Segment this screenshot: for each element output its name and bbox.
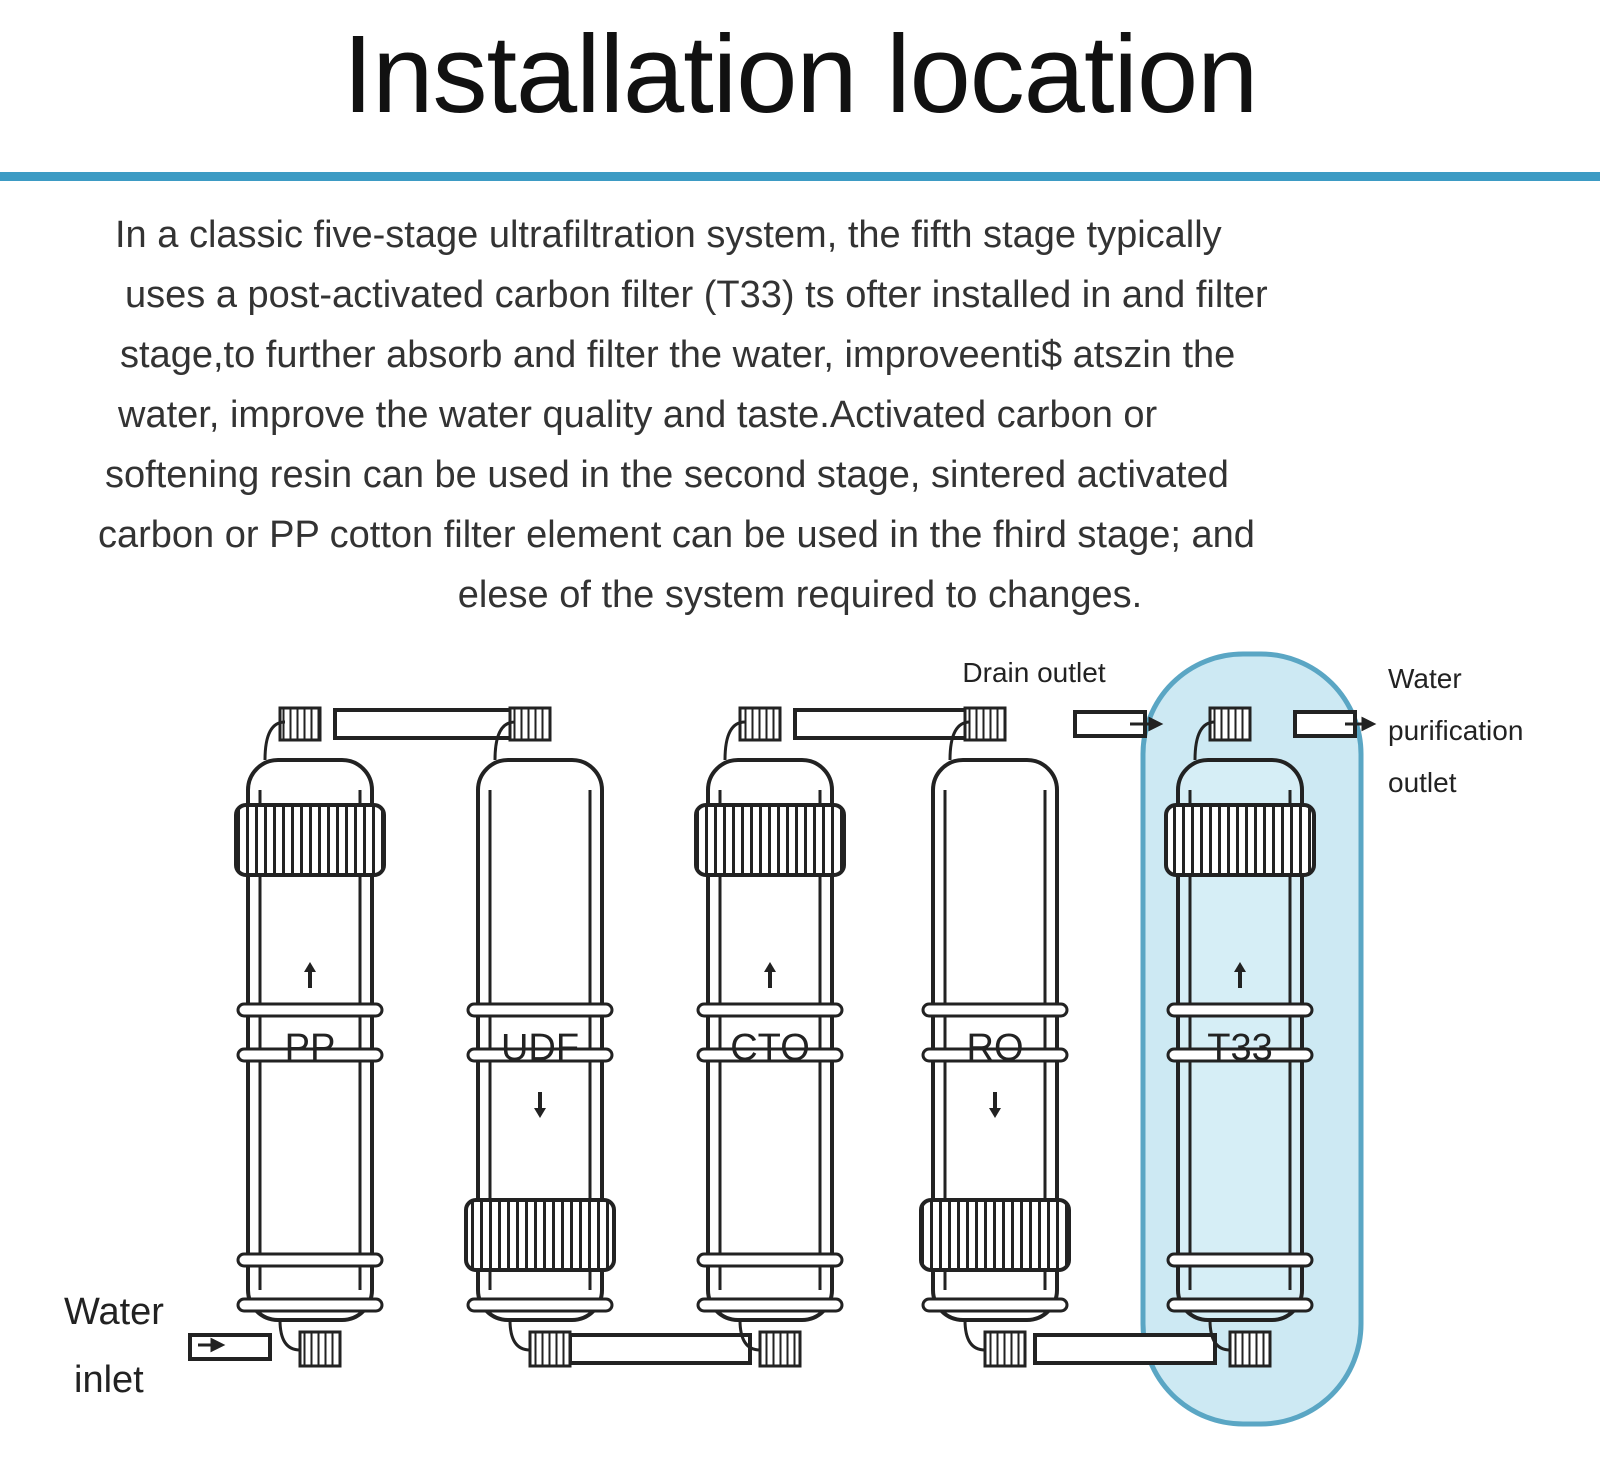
filter-diagram: PP UDF CTO RO T33 Drain outlet Water purific… [0, 640, 1600, 1466]
pipe-cto-ro [793, 708, 977, 740]
description-line: elese of the system required to changes. [457, 574, 1143, 616]
outlet-arrow [1345, 716, 1377, 732]
bottom-fitting [1228, 1330, 1272, 1368]
description-paragraph: In a classic five-stage ultrafiltration … [90, 205, 1510, 625]
pipe-inlet [188, 1333, 272, 1361]
filter-cto: CTO [694, 706, 846, 1368]
description-line: carbon or PP cotton filter element can b… [98, 514, 1255, 556]
filter-ring [1166, 1047, 1314, 1063]
title-divider [0, 172, 1600, 181]
filter-housings: PP UDF CTO RO T33 [234, 706, 1316, 1368]
bottom-pipes [188, 1333, 1217, 1365]
filter-ring [921, 1002, 1069, 1018]
bottom-fitting [758, 1330, 802, 1368]
bottom-elbow [1208, 1319, 1231, 1352]
filter-diagram-svg: PP UDF CTO RO T33 Drain outlet Water purific… [64, 651, 1523, 1427]
top-elbow [948, 720, 971, 761]
pipe-udf-cto [568, 1333, 752, 1365]
filter-ring [696, 1297, 844, 1313]
bottom-fitting [528, 1330, 572, 1368]
filter-body [246, 758, 374, 1322]
bottom-elbow [508, 1319, 531, 1352]
top-elbow [1193, 720, 1216, 761]
pipe-ro-t33 [1033, 1333, 1217, 1365]
filter-ring [1166, 1297, 1314, 1313]
filter-label: CTO [730, 1027, 810, 1069]
inlet-label-line-1: Water [64, 1291, 164, 1333]
pipe-pp-udf [333, 708, 517, 740]
bottom-elbow [738, 1319, 761, 1352]
filter-cap-ribbed [919, 1198, 1071, 1272]
filter-label: UDF [501, 1027, 579, 1069]
flow-down-arrow [989, 1092, 1001, 1118]
description-line: softening resin can be used in the secon… [105, 454, 1229, 496]
filter-ring [236, 1047, 384, 1063]
bottom-elbow [278, 1319, 301, 1352]
description-line: In a classic five-stage ultrafiltration … [115, 214, 1222, 256]
flow-up-arrow [764, 962, 776, 988]
bottom-fitting [983, 1330, 1027, 1368]
filter-ring [466, 1002, 614, 1018]
filter-label: RO [967, 1027, 1024, 1069]
flow-up-arrow [1234, 962, 1246, 988]
drain-arrow [1130, 716, 1164, 732]
filter-cap-ribbed [694, 803, 846, 877]
top-fitting [738, 706, 782, 742]
bottom-elbow [963, 1319, 986, 1352]
top-fitting [963, 706, 1007, 742]
filter-ring [696, 1252, 844, 1268]
top-elbow [723, 720, 746, 761]
flow-up-arrow [304, 962, 316, 988]
pipe-ro-drain [1073, 710, 1147, 738]
filter-cap-ribbed [464, 1198, 616, 1272]
top-pipes [333, 708, 1357, 740]
top-fitting [1208, 706, 1252, 742]
filter-body [476, 758, 604, 1322]
filter-label: T33 [1207, 1027, 1272, 1069]
description-line: uses a post-activated carbon filter (T33… [125, 274, 1268, 316]
filter-ring [466, 1047, 614, 1063]
filter-t33: T33 [1164, 706, 1316, 1368]
filter-ring [236, 1252, 384, 1268]
outlet-label-line-1: Water [1388, 663, 1462, 694]
top-fitting [278, 706, 322, 742]
top-elbow [263, 720, 286, 761]
filter-label: PP [285, 1027, 336, 1069]
filter-ring [1166, 1002, 1314, 1018]
filter-cap-ribbed [1164, 803, 1316, 877]
filter-ring [236, 1297, 384, 1313]
flow-down-arrow [534, 1092, 546, 1118]
filter-body [931, 758, 1059, 1322]
filter-ring [1166, 1252, 1314, 1268]
outlet-label-line-2: purification [1388, 715, 1523, 746]
filter-ring [236, 1002, 384, 1018]
top-fitting [508, 706, 552, 742]
filter-ring [921, 1297, 1069, 1313]
filter-ring [921, 1047, 1069, 1063]
filter-ro: RO [919, 706, 1071, 1368]
filter-body [706, 758, 834, 1322]
top-elbow [493, 720, 516, 761]
filter-ring [466, 1297, 614, 1313]
drain-outlet-label: Drain outlet [962, 657, 1105, 688]
filter-cap-ribbed [234, 803, 386, 877]
inlet-label-line-2: inlet [74, 1359, 144, 1401]
filter-pp: PP [234, 706, 386, 1368]
filter-udf: UDF [464, 706, 616, 1368]
filter-ring [696, 1047, 844, 1063]
description-line: water, improve the water quality and tas… [118, 394, 1158, 436]
description-line: stage,to further absorb and filter the w… [120, 334, 1236, 376]
inlet-arrow [198, 1337, 226, 1353]
filter-body [1176, 758, 1304, 1322]
bottom-fitting [298, 1330, 342, 1368]
outlet-label-line-3: outlet [1388, 767, 1457, 798]
page-title: Installation location [342, 13, 1259, 136]
filter-ring [696, 1002, 844, 1018]
